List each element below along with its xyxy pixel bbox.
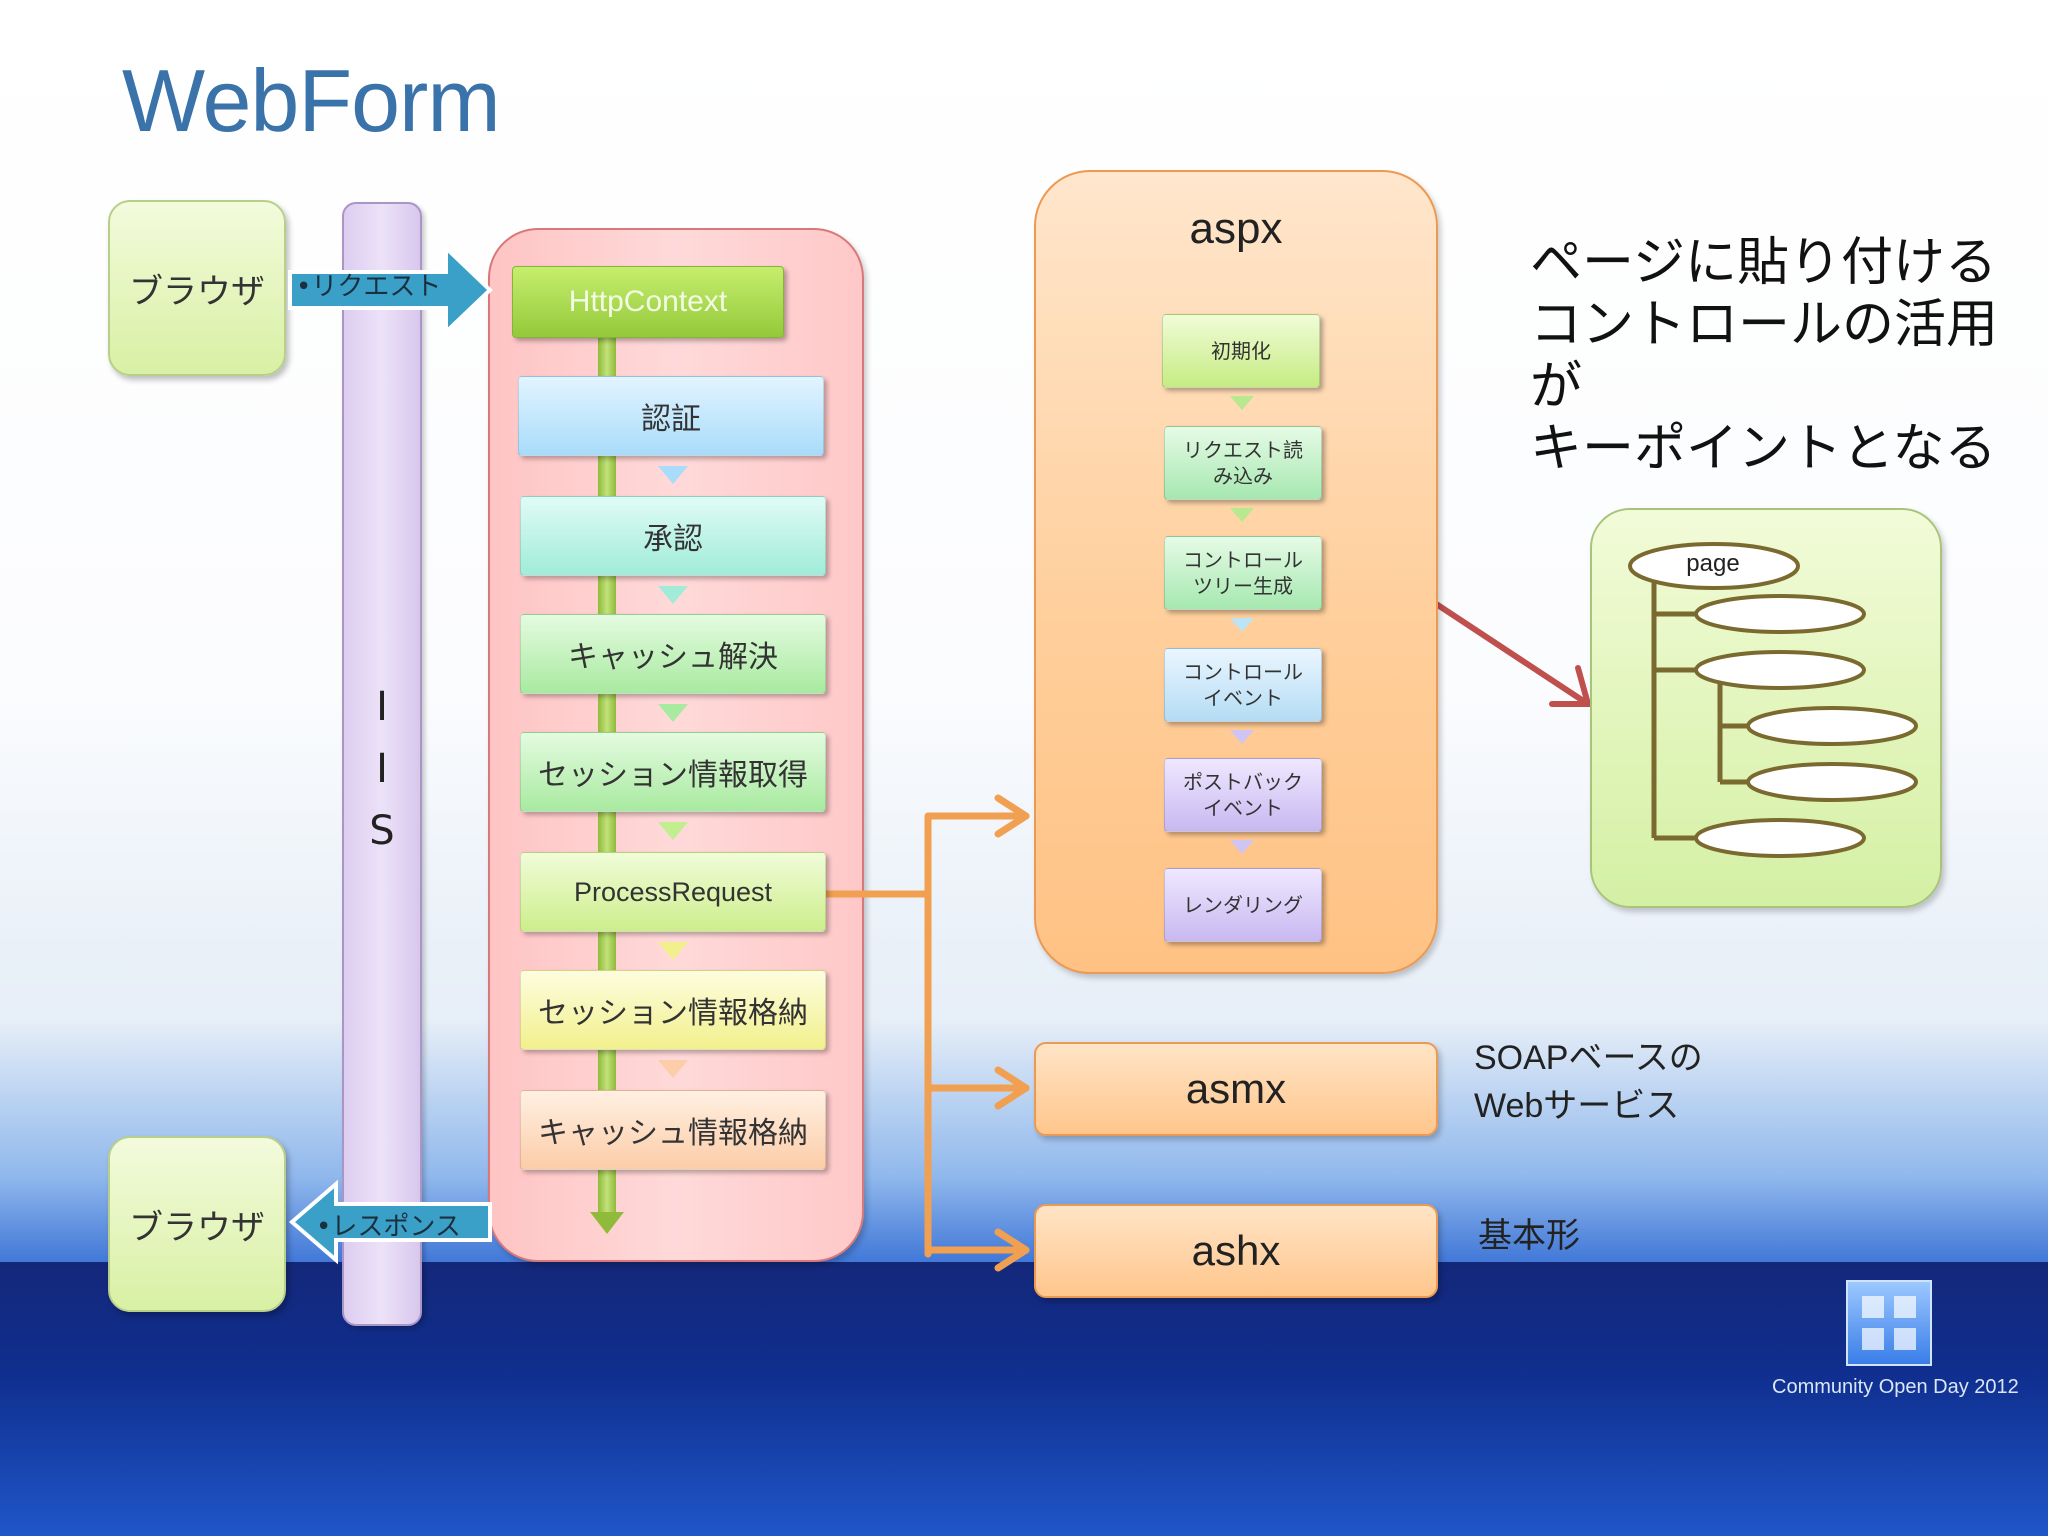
aspx-step-line: コントロール [1183, 660, 1303, 684]
asmx-desc-line: SOAPベースの [1474, 1039, 1703, 1077]
aspx-step-init: 初期化 [1162, 314, 1320, 388]
control-tree-diagram [1628, 542, 1918, 858]
step-session-store: セッション情報格納 [520, 970, 826, 1050]
request-label: •リクエスト [296, 272, 442, 302]
response-label: •レスポンス [316, 1212, 461, 1242]
iis-bar [342, 202, 422, 1326]
slide-title: WebForm [122, 51, 501, 150]
flow-arrow [658, 942, 688, 960]
aspx-flow-arrow [1230, 508, 1254, 522]
aspx-step-load-request: リクエスト読み込み [1164, 426, 1322, 500]
aspx-step-line: み込み [1213, 464, 1273, 488]
tree-node-page [1628, 542, 1800, 590]
aspx-to-tree-arrow [1409, 585, 1592, 707]
browser-request-box: ブラウザ [108, 200, 286, 376]
flow-arrow [658, 466, 688, 484]
step-session-acquire: セッション情報取得 [520, 732, 826, 812]
tree-node [1746, 762, 1918, 802]
note-line: ページに貼り付ける [1530, 233, 1997, 293]
aspx-step-line: ツリー生成 [1193, 574, 1293, 598]
aspx-step-line: イベント [1203, 796, 1283, 820]
pipeline-flow-arrowhead [590, 1212, 624, 1234]
aspx-step-line: イベント [1203, 686, 1283, 710]
iis-letter: I [376, 684, 388, 730]
asmx-box: asmx [1034, 1042, 1438, 1136]
aspx-flow-arrow [1230, 618, 1254, 632]
tree-node [1746, 706, 1918, 746]
aspx-flow-arrow [1230, 396, 1254, 410]
aspx-step-line: コントロール [1183, 548, 1303, 572]
step-process-request: ProcessRequest [520, 852, 826, 932]
tree-branches [1651, 566, 1750, 841]
tree-node [1694, 650, 1866, 690]
ashx-box: ashx [1034, 1204, 1438, 1298]
response-arrow [288, 1179, 492, 1265]
iis-letter: S [369, 808, 395, 854]
flow-arrow [658, 1060, 688, 1078]
aspx-step-line: レンダリング [1183, 893, 1303, 917]
aspx-flow-arrow [1230, 840, 1254, 854]
tree-root-label: page [1686, 550, 1740, 577]
httpcontext-box: HttpContext [512, 266, 784, 338]
flow-arrow [658, 822, 688, 840]
aspx-step-line: 初期化 [1211, 339, 1271, 363]
aspx-step-control-tree: コントロールツリー生成 [1164, 536, 1322, 610]
logo-mark [1862, 1296, 1916, 1350]
community-logo-text: Community Open Day 2012 [1772, 1376, 2019, 1398]
aspx-step-rendering: レンダリング [1164, 868, 1322, 942]
asmx-description: SOAPベースの Webサービス [1474, 1034, 1703, 1130]
tree-node [1694, 594, 1866, 634]
iis-label: I I S [342, 676, 422, 862]
aspx-flow-arrow [1230, 730, 1254, 744]
key-point-note: ページに貼り付ける コントロールの活用が キーポイントとなる [1530, 232, 2048, 480]
ashx-description: 基本形 [1478, 1216, 1580, 1256]
asmx-desc-line: Webサービス [1474, 1087, 1680, 1125]
step-cache-resolve: キャッシュ解決 [520, 614, 826, 694]
note-line: キーポイントとなる [1530, 419, 1997, 479]
handler-branch-arrows [822, 794, 1030, 1272]
flow-arrow [658, 586, 688, 604]
aspx-step-control-event: コントロールイベント [1164, 648, 1322, 722]
tree-node [1694, 818, 1866, 858]
note-line: コントロールの活用が [1530, 295, 1999, 417]
browser-response-box: ブラウザ [108, 1136, 286, 1312]
step-authentication: 認証 [518, 376, 824, 456]
flow-arrow [658, 704, 688, 722]
request-arrow [288, 243, 493, 337]
aspx-title: aspx [1189, 204, 1283, 253]
community-logo-icon [1846, 1280, 1932, 1366]
step-cache-store: キャッシュ情報格納 [520, 1090, 826, 1170]
footer-band [0, 1262, 2048, 1536]
aspx-step-line: ポストバック [1183, 770, 1303, 794]
aspx-step-postback-event: ポストバックイベント [1164, 758, 1322, 832]
step-authorization: 承認 [520, 496, 826, 576]
aspx-step-line: リクエスト読 [1183, 438, 1303, 462]
iis-letter: I [376, 746, 388, 792]
